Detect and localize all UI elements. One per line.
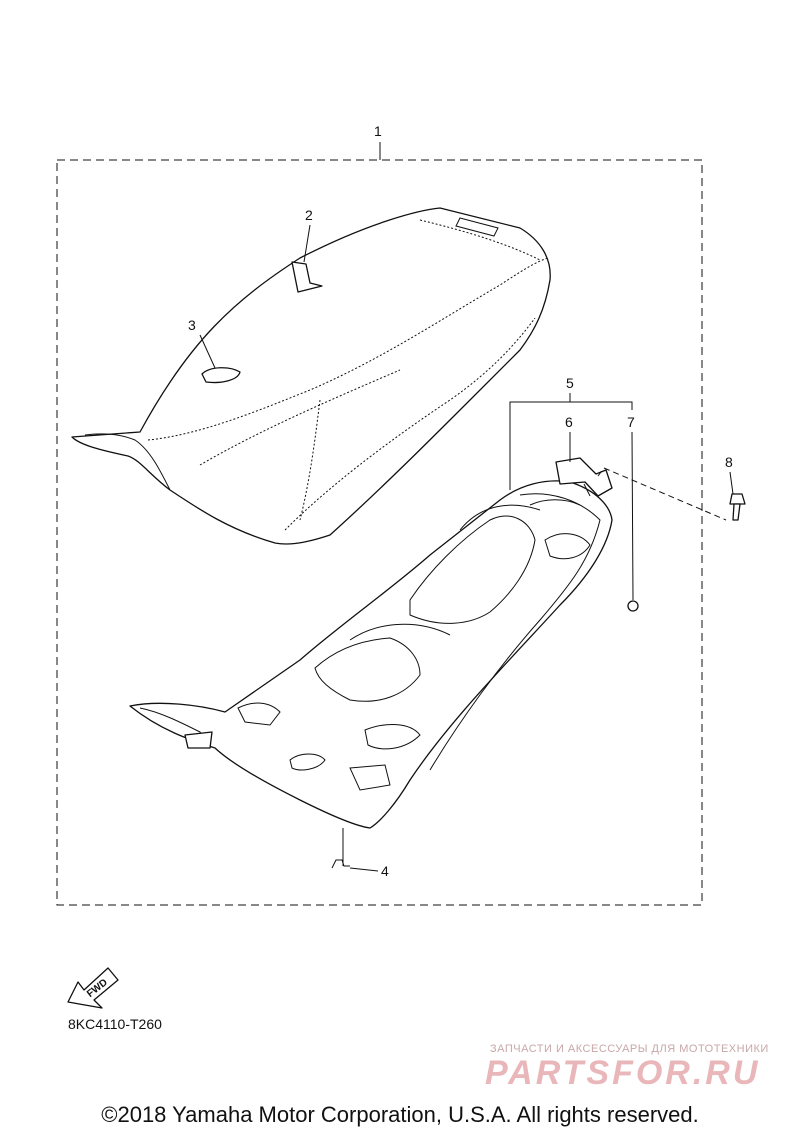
figure-code: 8KC4110-T260 — [68, 1016, 162, 1032]
leader-4b — [349, 867, 379, 872]
callout-8: 8 — [725, 454, 733, 470]
bolt-axis-line — [597, 467, 727, 521]
leader-2 — [303, 224, 311, 263]
nut — [627, 600, 639, 612]
callout-7: 7 — [627, 414, 635, 430]
seat-grab-handle — [291, 261, 323, 293]
leader-5-bracket — [509, 401, 633, 490]
leader-3 — [199, 334, 216, 369]
fwd-arrow: FWD — [67, 967, 119, 1009]
copyright-notice: ©2018 Yamaha Motor Corporation, U.S.A. A… — [101, 1102, 699, 1127]
watermark-logo: PARTSFOR.RU — [485, 1054, 761, 1092]
callout-4: 4 — [381, 863, 389, 879]
seat-cap — [201, 367, 241, 384]
callout-3: 3 — [188, 317, 196, 333]
seat-base — [129, 480, 613, 829]
callout-1: 1 — [374, 123, 382, 139]
seat-cushion — [71, 207, 551, 545]
assembly-boundary — [56, 159, 703, 906]
leader-8 — [729, 471, 734, 495]
bolt — [729, 493, 746, 521]
callout-5: 5 — [566, 375, 574, 391]
leader-7 — [631, 431, 634, 601]
latch-bracket — [555, 457, 613, 497]
callout-6: 6 — [565, 414, 573, 430]
clip — [331, 859, 350, 869]
callout-2: 2 — [305, 207, 313, 223]
watermark-caption: ЗАПЧАСТИ И АКСЕССУАРЫ ДЛЯ МОТОТЕХНИКИ — [490, 1043, 769, 1055]
